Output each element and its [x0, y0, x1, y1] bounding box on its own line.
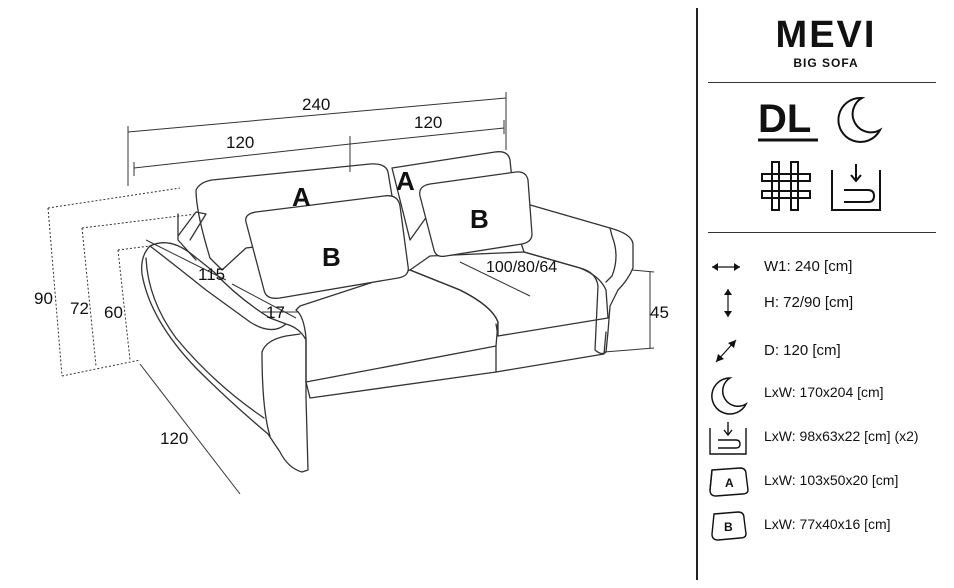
sofa-technical-drawing: 240 120 120 90 72 60 45 115 17 120 100/8… [34, 92, 669, 495]
dim-left-seat: 120 [226, 133, 254, 152]
spec-text-width: W1: 240 [cm] [764, 258, 853, 275]
cushion-label-a-right: A [396, 166, 415, 196]
dim-height-back: 72 [70, 299, 89, 318]
spec-text-depth: D: 120 [cm] [764, 342, 841, 359]
spec-row-height: H: 72/90 [cm] [706, 286, 946, 320]
spec-panel: MEVI BIG SOFA DL [698, 0, 954, 588]
dl-label: DL [758, 97, 811, 141]
spec-row-sleeping: LxW: 170x204 [cm] [706, 376, 946, 415]
cushion-label-b-right: B [470, 204, 489, 234]
height-arrow-icon [706, 286, 750, 320]
spec-row-depth: D: 120 [cm] [706, 334, 946, 368]
spec-text-height: H: 72/90 [cm] [764, 294, 854, 311]
dim-right-seat: 120 [414, 113, 442, 132]
throw-cushion-b-right [419, 171, 533, 258]
storage-container-icon [828, 160, 884, 219]
dim-depth: 120 [160, 429, 188, 448]
cushion-a-icon: A [706, 464, 750, 498]
throw-cushion-b-left [245, 195, 409, 299]
cushion-label-a-left: A [292, 182, 311, 212]
cushion-label-b-left: B [322, 242, 341, 272]
storage-box-icon [706, 420, 750, 455]
product-name: MEVI [775, 14, 877, 56]
dim-seat-depths: 100/80/64 [486, 259, 557, 276]
fabric-weave-icon [758, 158, 814, 219]
width-arrow-icon [706, 250, 750, 284]
spec-row-cushion-a: A LxW: 103x50x20 [cm] [706, 464, 946, 498]
product-type: BIG SOFA [793, 56, 859, 70]
dim-seat-height: 45 [650, 303, 669, 322]
cushion-a-badge: A [725, 476, 734, 490]
divider-top [708, 82, 936, 83]
panel-divider [696, 8, 698, 580]
dim-total-width: 240 [302, 95, 330, 114]
spec-text-storage: LxW: 98x63x22 [cm] (x2) [764, 428, 919, 444]
spec-row-cushion-b: B LxW: 77x40x16 [cm] [706, 508, 946, 542]
spec-text-cushion-a: LxW: 103x50x20 [cm] [764, 472, 899, 488]
dim-height-arm: 60 [104, 303, 123, 322]
depth-arrow-icon [706, 334, 750, 368]
dim-seat-depth: 115 [198, 265, 225, 284]
divider-mid [708, 232, 936, 233]
spec-text-sleeping: LxW: 170x204 [cm] [764, 384, 884, 400]
spec-row-storage: LxW: 98x63x22 [cm] (x2) [706, 420, 946, 455]
sofa-outline [141, 151, 634, 473]
dl-icon: DL [756, 94, 824, 151]
dim-height-max: 90 [34, 289, 53, 308]
cushion-b-badge: B [724, 520, 733, 534]
spec-text-cushion-b: LxW: 77x40x16 [cm] [764, 516, 891, 532]
moon-icon [706, 376, 750, 415]
spec-row-width: W1: 240 [cm] [706, 250, 946, 284]
moon-icon [832, 94, 884, 151]
cushion-b-icon: B [706, 508, 750, 542]
dim-arm-width: 17 [266, 303, 285, 322]
dimension-lines [47, 92, 655, 495]
